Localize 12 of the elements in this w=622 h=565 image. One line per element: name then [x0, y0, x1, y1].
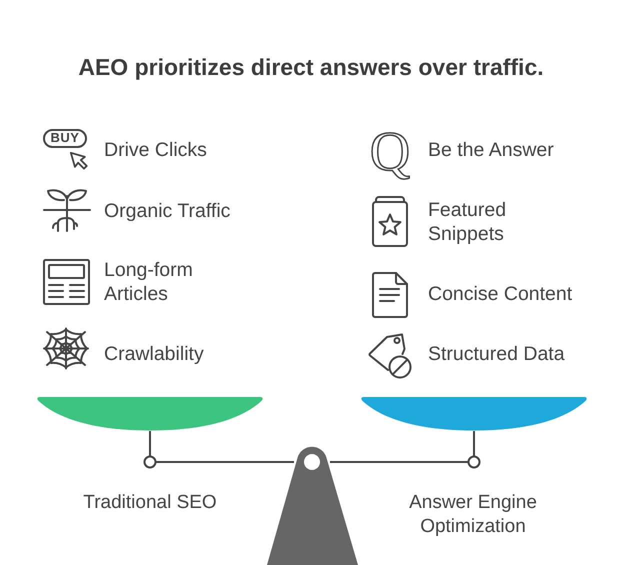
feature-label: Organic Traffic — [104, 199, 230, 223]
feature-label: Crawlability — [104, 342, 204, 366]
feature-label: Structured Data — [428, 342, 565, 366]
scale-side-label: Traditional SEO — [83, 491, 217, 515]
feature-label: Concise Content — [428, 282, 572, 306]
feature-label: Featured Snippets — [428, 198, 508, 246]
feature-label: Drive Clicks — [104, 138, 207, 162]
title: AEO prioritizes direct answers over traffic. — [78, 53, 544, 82]
button-graphic: BUY — [43, 129, 87, 148]
scale-side-label: Answer Engine Optimization — [408, 491, 538, 539]
feature-label: Be the Answer — [428, 138, 554, 162]
feature-label: Long-form Articles — [104, 258, 194, 306]
